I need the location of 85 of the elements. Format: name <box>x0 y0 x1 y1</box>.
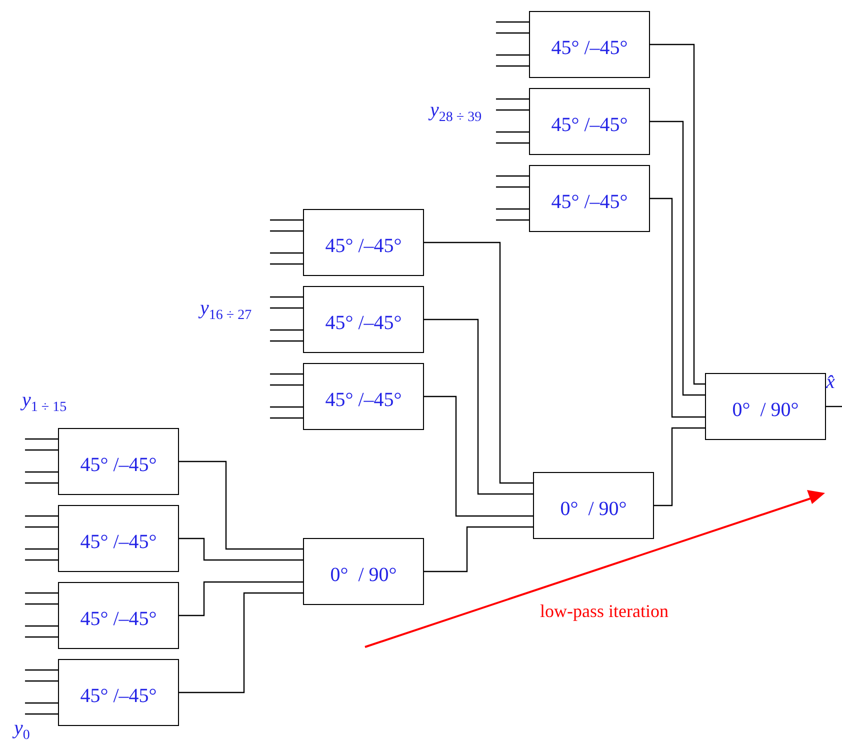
filter-label: 45° /–45° <box>325 235 402 258</box>
input-line <box>25 515 58 517</box>
input-line <box>496 186 529 188</box>
input-line <box>496 175 529 177</box>
filter-label: 45° /–45° <box>551 191 628 214</box>
connector-line <box>179 538 303 561</box>
input-line <box>496 21 529 23</box>
filter-box <box>58 505 179 572</box>
output-label: x̂ <box>826 372 835 392</box>
connector-line <box>650 120 705 396</box>
input-line <box>270 329 303 331</box>
input-line <box>270 384 303 386</box>
input-line <box>25 438 58 440</box>
connector-line <box>654 427 705 506</box>
input-line <box>270 230 303 232</box>
filter-label: 45° /–45° <box>80 531 157 554</box>
signal-label: y$_{16 ÷ 27}$ <box>200 298 252 323</box>
input-line <box>25 548 58 550</box>
input-line <box>496 131 529 133</box>
filter-label: 45° /–45° <box>325 389 402 412</box>
filter-label: 45° /–45° <box>325 312 402 335</box>
input-line <box>270 252 303 254</box>
filter-box <box>303 209 424 276</box>
filter-box <box>705 373 826 440</box>
input-line <box>25 592 58 594</box>
connector-line <box>650 198 705 418</box>
input-line <box>25 669 58 671</box>
filter-label: 45° /–45° <box>80 685 157 708</box>
input-line <box>496 54 529 56</box>
input-line <box>25 482 58 484</box>
output-line <box>826 406 842 408</box>
filter-label: 45° /–45° <box>551 37 628 60</box>
signal-label: y$_{1 ÷ 15}$ <box>22 390 67 415</box>
input-line <box>25 680 58 682</box>
input-line <box>270 296 303 298</box>
input-line <box>496 109 529 111</box>
filter-box <box>58 659 179 726</box>
filter-box <box>58 582 179 649</box>
connector-line <box>424 526 533 572</box>
input-line <box>25 713 58 715</box>
input-line <box>25 471 58 473</box>
input-line <box>496 98 529 100</box>
input-line <box>270 219 303 221</box>
filter-label: 0° / 90° <box>560 498 627 521</box>
filter-box <box>303 363 424 430</box>
input-line <box>270 406 303 408</box>
input-line <box>25 625 58 627</box>
connector-line <box>650 44 705 385</box>
input-line <box>25 636 58 638</box>
filter-box <box>303 538 424 605</box>
signal-label: y$_{28 ÷ 39}$ <box>430 100 482 125</box>
input-line <box>270 307 303 309</box>
input-line <box>270 340 303 342</box>
filter-box <box>533 472 654 539</box>
input-line <box>25 702 58 704</box>
filter-label: 45° /–45° <box>80 454 157 477</box>
filter-box <box>58 428 179 495</box>
input-line <box>270 263 303 265</box>
input-line <box>496 142 529 144</box>
filter-box <box>529 88 650 155</box>
filter-box <box>303 286 424 353</box>
connector-line <box>179 592 303 694</box>
connector-line <box>424 318 533 495</box>
filter-label: 45° /–45° <box>551 114 628 137</box>
input-line <box>496 208 529 210</box>
connector-line <box>424 396 533 517</box>
input-line <box>25 526 58 528</box>
input-line <box>496 32 529 34</box>
connector-line <box>179 460 303 550</box>
input-line <box>270 417 303 419</box>
connector-line <box>179 581 303 616</box>
input-line <box>496 65 529 67</box>
signal-label: y$_{0}$ <box>14 718 30 740</box>
input-line <box>270 373 303 375</box>
connector-line <box>424 242 533 484</box>
filter-box <box>529 165 650 232</box>
filter-label: 0° / 90° <box>732 399 799 422</box>
caption-text: low-pass iteration <box>540 602 668 620</box>
filter-box <box>529 11 650 78</box>
filter-label: 0° / 90° <box>330 564 397 587</box>
input-line <box>496 219 529 221</box>
filter-label: 45° /–45° <box>80 608 157 631</box>
input-line <box>25 559 58 561</box>
input-line <box>25 603 58 605</box>
input-line <box>25 449 58 451</box>
